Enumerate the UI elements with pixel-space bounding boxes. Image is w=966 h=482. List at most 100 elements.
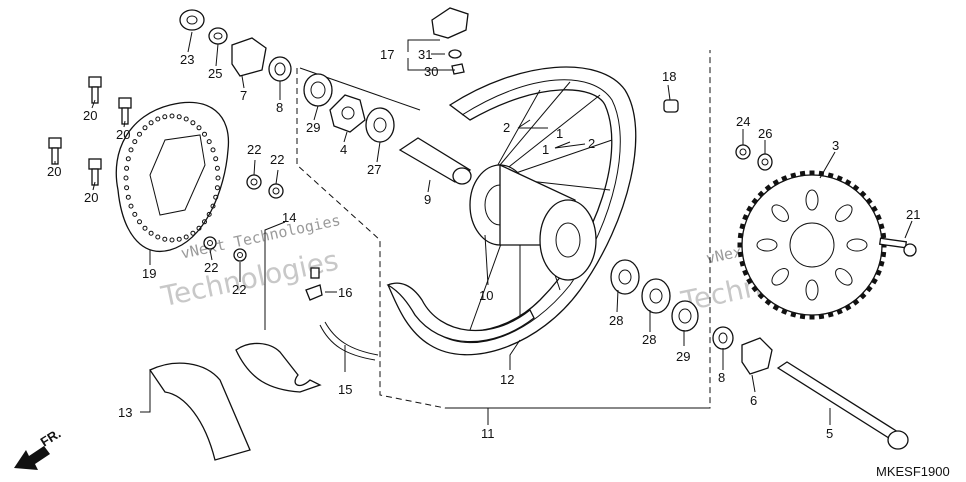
sprocket-tooth [844,179,852,187]
sprocket-tooth [746,205,754,213]
sprocket-tooth [790,311,797,318]
nut-group [203,174,284,262]
left-center-parts [303,73,472,185]
sprocket-tooth [781,308,788,315]
front-label: FR. [38,426,64,450]
disc-hole [190,120,196,126]
sprocket-tooth [875,214,882,221]
disc-hole [123,175,129,181]
sprocket-tooth [772,179,780,187]
callout-28-b: 28 [642,332,656,347]
sprocket-tooth [809,170,815,176]
callout-17: 17 [380,47,394,62]
callout-28-a: 28 [609,313,623,328]
disc-hole [128,147,134,153]
sprocket-tooth [799,313,806,320]
disc-hole [196,225,202,231]
callout-10: 10 [479,288,493,303]
disc-hole [213,194,219,200]
disc-hole [155,116,161,122]
sprocket-lightening-hole [771,204,789,222]
disc-hole [213,156,219,162]
sprocket-tooth [878,223,885,230]
disc-hole [190,230,196,236]
disc-hole [183,234,189,240]
sprocket-tooth [790,172,797,179]
callout-24: 24 [736,114,750,129]
sprocket-tooth [739,260,746,267]
callout-16: 16 [338,285,352,300]
sprocket-tooth [818,313,825,320]
sprocket-lightening-hole [835,268,853,286]
wheel-assembly [386,66,637,356]
callout-19: 19 [142,266,156,281]
front-arrow-icon [14,446,50,470]
disc-hole [124,165,130,171]
disc-hole [176,114,182,120]
callout-14: 14 [282,210,296,225]
callout-3: 3 [832,138,839,153]
disc-hole [124,185,130,191]
sprocket-tooth [799,170,806,177]
sprocket-tooth [836,308,843,315]
callout-4: 4 [340,142,347,157]
disc-hole [125,156,131,162]
sprocket-tooth [772,303,780,311]
sprocket-lightening-hole [805,189,819,211]
sprocket-tooth [870,205,878,213]
callout-12: 12 [500,372,514,387]
sprocket-tooth [764,184,772,192]
sprocket-tooth [852,298,860,306]
sprocket-tooth [751,285,759,293]
sprocket-tooth [827,172,834,179]
disc-hole [176,236,182,242]
callout-13: 13 [118,405,132,420]
disc-hole [206,211,212,217]
sprocket-tooth [751,197,759,205]
sprocket-tooth [746,277,754,285]
disc-hole [202,131,207,137]
callout-20-a: 20 [83,108,97,123]
sprocket-tooth [827,311,834,318]
callout-11: 11 [481,426,495,441]
disc-hole [210,147,216,153]
disc-hole [155,234,161,240]
disc-hole [148,120,154,126]
callout-2-a: 2 [503,120,510,135]
callout-15: 15 [338,382,352,397]
callout-20-c: 20 [47,164,61,179]
disc-hole [196,125,202,131]
sprocket-tooth [764,298,772,306]
callout-31: 31 [418,47,432,62]
disc-hole [142,225,148,231]
brake-disc [115,101,230,252]
callout-1-b: 1 [542,142,549,157]
sprocket-tooth [742,269,749,276]
disc-hole [183,116,189,122]
sprocket-tooth [757,292,765,300]
sprocket-lightening-hole [805,279,819,301]
callout-8-bottom: 8 [718,370,725,385]
disc-hole [137,219,142,225]
sprocket-tooth [737,232,744,239]
callout-20-b: 20 [116,127,130,142]
sprocket-tooth [757,190,765,198]
top-left-parts [179,9,292,82]
callout-22-b: 22 [270,152,284,167]
disc-hole [214,165,220,171]
sprocket-tooth [844,303,852,311]
sprocket-tooth [836,175,843,182]
callout-5: 5 [826,426,833,441]
sprocket-lightening-hole [771,268,789,286]
disc-hole [148,230,154,236]
callout-9: 9 [424,192,431,207]
callout-2-b: 2 [588,136,595,151]
callout-20-d: 20 [84,190,98,205]
disc-hole [132,211,138,217]
callout-22-a: 22 [247,142,261,157]
sprocket [737,170,887,320]
callout-22-d: 22 [232,282,246,297]
callout-7: 7 [240,88,247,103]
disc-hole [210,203,216,209]
callout-21: 21 [906,207,920,222]
